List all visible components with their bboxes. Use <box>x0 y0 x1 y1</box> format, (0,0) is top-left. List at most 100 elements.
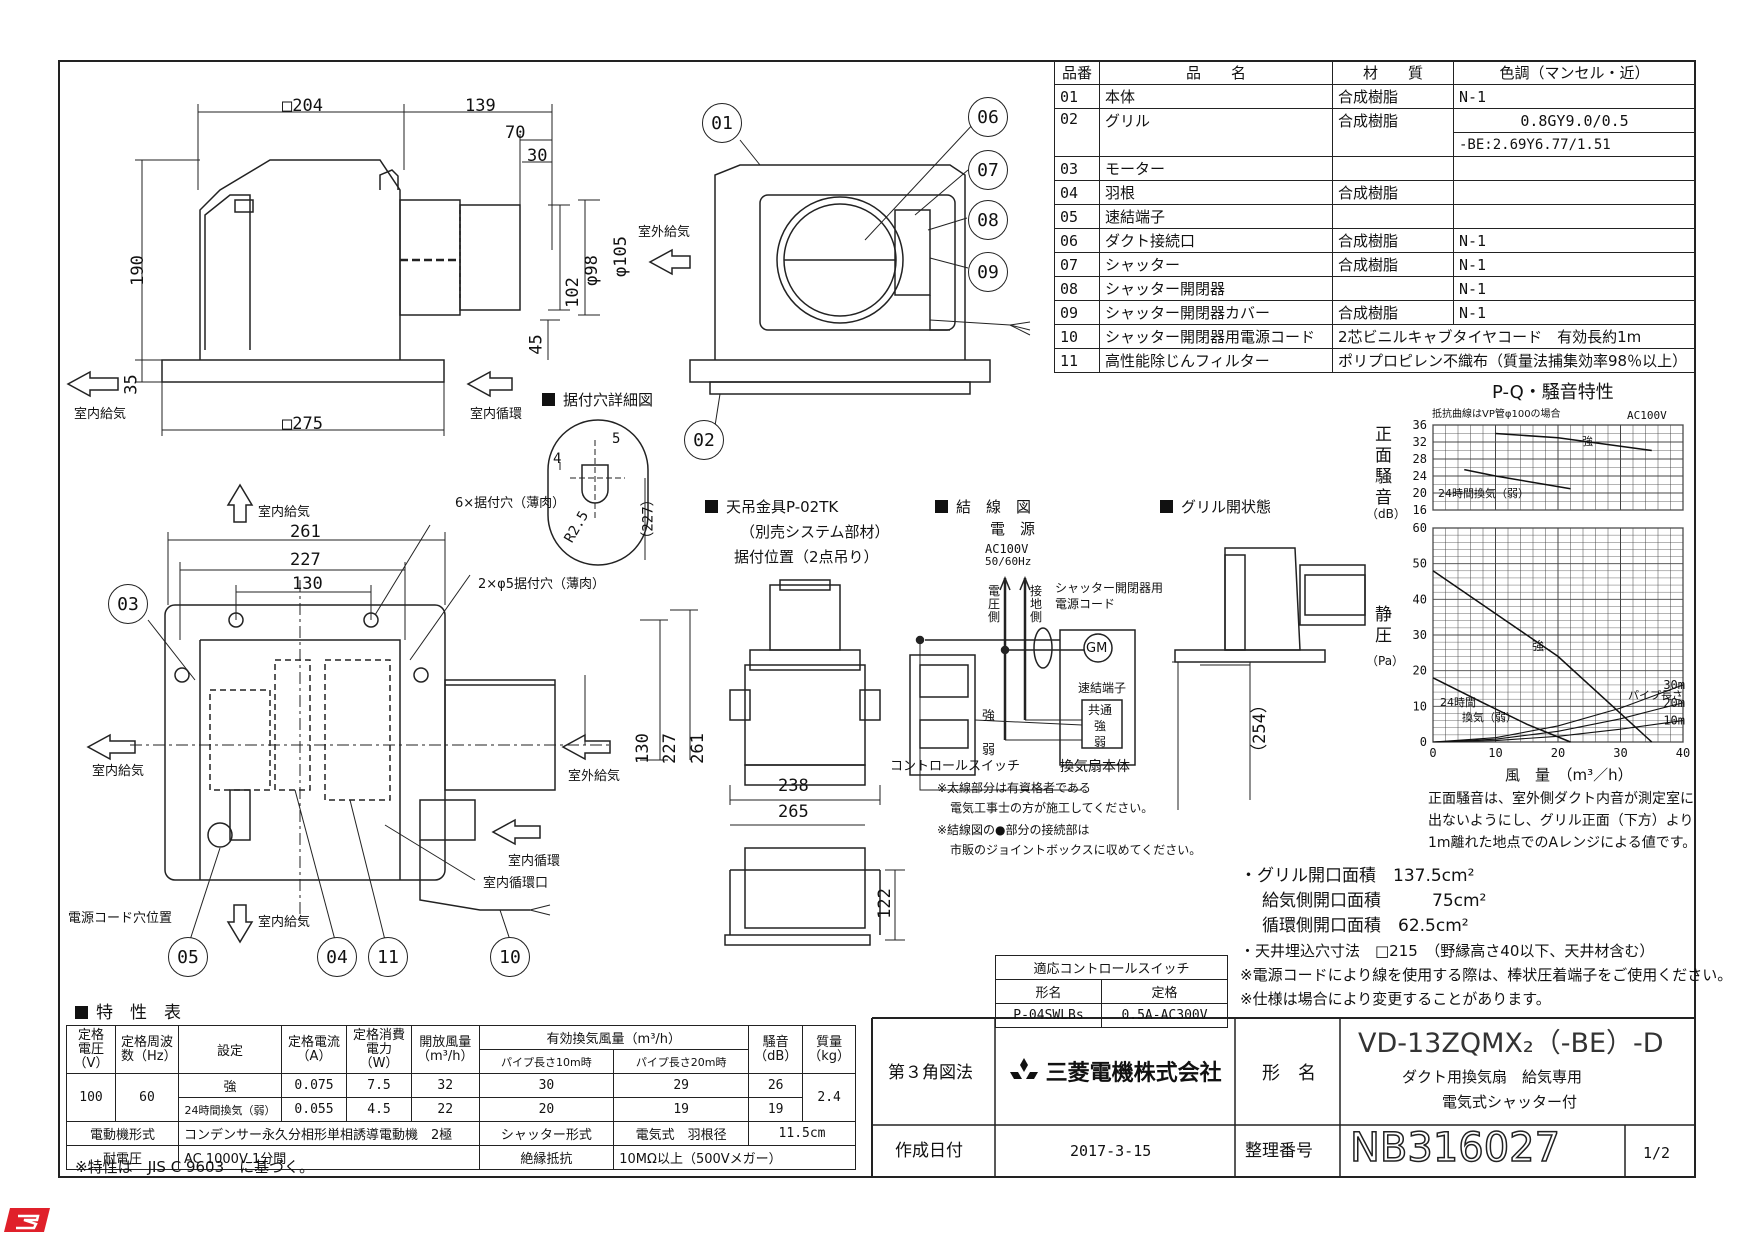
ch-voltage: 100 <box>66 1073 116 1122</box>
row-no: 10 <box>1054 324 1100 349</box>
note-change: ※仕様は場合により変更することがあります。 <box>1240 990 1551 1008</box>
parts-table-header: 品番 品 名 材 質 色調（マンセル・近） <box>1054 60 1696 85</box>
row-name: 速結端子 <box>1099 204 1333 229</box>
callout-02: 02 <box>684 420 724 460</box>
note-bold: ※太線部分は有資格者である <box>937 781 1091 795</box>
row-no: 04 <box>1054 180 1100 205</box>
header-no: 品番 <box>1054 60 1100 85</box>
characteristics-table: 定格電圧（V） 定格周波数（Hz） 設定 定格電流（A） 定格消費電力（W） 開… <box>66 1025 856 1170</box>
indoor-circ-port-label: 室内循環口 <box>483 876 549 891</box>
ylabel-noise: 正面騒音 <box>1375 425 1392 508</box>
note-grille-area: ・グリル開口面積 137.5cm² <box>1240 866 1475 886</box>
dim-254: （254） <box>1249 696 1270 761</box>
row-no: 09 <box>1054 300 1100 325</box>
ch-insul: 10MΩ以上（500Vメガー） <box>613 1145 856 1170</box>
callout-07: 07 <box>968 150 1008 190</box>
dim-261-vertical: 261 <box>687 733 708 764</box>
dim-35: 35 <box>121 374 142 395</box>
dim-227-detail: （227） <box>640 492 657 546</box>
ch-setting: 強 <box>178 1073 282 1098</box>
callout-05: 05 <box>168 937 208 977</box>
model-label: 形 名 <box>1262 1063 1316 1084</box>
row-name: 羽根 <box>1099 180 1333 205</box>
ceiling-hanger-pos: 据付位置（2点吊り） <box>734 548 879 566</box>
dim-261: 261 <box>290 522 321 542</box>
indoor-supply-label: 室内給気 <box>74 407 127 422</box>
header-color: 色調（マンセル・近） <box>1453 60 1696 85</box>
dim-5: 5 <box>612 431 621 447</box>
ch-h-setting: 設定 <box>178 1025 282 1074</box>
row-material: ポリプロピレン不織布（質量法捕集効率98％以上） <box>1332 348 1696 373</box>
ch-h-eff-air: 有効換気風量（m³/h） <box>478 1025 750 1050</box>
row-color-be: -BE:2.69Y6.77/1.51 <box>1453 132 1696 157</box>
grille-open-view <box>1172 547 1366 810</box>
dim-190: 190 <box>127 255 148 286</box>
side-view <box>66 104 691 436</box>
voltage-side-label: 電圧側 <box>988 584 1001 624</box>
table-row: 耐電圧 AC 1000V 1分間 絶縁抵抗 10MΩ以上（500Vメガー） <box>66 1145 856 1170</box>
fan-body-label: 換気扇本体 <box>1060 759 1130 775</box>
note-cord: ※電源コードにより線を使用する際は、棒状圧着端子をご使用ください。 <box>1240 966 1733 984</box>
row-material: 合成樹脂 <box>1332 180 1454 205</box>
ch-open-air: 32 <box>411 1073 480 1098</box>
switch-h-model: 形名 <box>995 979 1102 1004</box>
header-material: 材 質 <box>1332 60 1454 85</box>
ch-h-freq: 定格周波数（Hz） <box>115 1025 179 1074</box>
noise-strong-label: 強 <box>1582 435 1593 448</box>
row-material: 2芯ビニルキャブタイヤコード 有効長約1m <box>1332 324 1696 349</box>
ch-power: 4.5 <box>346 1097 412 1122</box>
shutter-cord-label: シャッター開閉器用 <box>1055 581 1164 595</box>
note-circ-area: 循環側開口面積 62.5cm² <box>1262 916 1469 936</box>
wiring-diagram <box>909 576 1136 791</box>
terminal-common: 共通 <box>1088 703 1113 717</box>
row-material: 合成樹脂 <box>1332 300 1454 325</box>
ch-noise: 19 <box>748 1097 804 1122</box>
document-number: NB316027 <box>1349 1125 1561 1171</box>
row-no: 01 <box>1054 84 1100 109</box>
row-color: 0.8GY9.0/0.5 <box>1453 108 1696 133</box>
ylabel-pressure: 静圧 <box>1375 605 1392 646</box>
callout-09: 09 <box>968 252 1008 292</box>
switch-table-title: 適応コントロールスイッチ <box>995 955 1228 980</box>
dim-265: 265 <box>778 802 809 822</box>
row-material <box>1332 204 1454 229</box>
dim-227: 227 <box>290 550 321 570</box>
bottom-indoor-supply: 室内給気 <box>258 915 311 930</box>
gm-label: GM <box>1086 641 1108 656</box>
callout-10: 10 <box>490 937 530 977</box>
callout-04: 04 <box>317 937 357 977</box>
top-indoor-circ: 室内循環 <box>508 854 561 869</box>
ch-h-power: 定格消費電力（W） <box>346 1025 412 1074</box>
ch-noise: 26 <box>748 1073 804 1098</box>
ylabel-pressure-unit: （Pa） <box>1366 654 1405 668</box>
row-no: 02 <box>1054 108 1100 157</box>
row-no: 06 <box>1054 228 1100 253</box>
ch-h-voltage: 定格電圧（V） <box>66 1025 116 1074</box>
row-name: グリル <box>1099 108 1333 157</box>
row-color: N-1 <box>1453 228 1696 253</box>
note-supply-area: 給気側開口面積 75cm² <box>1262 891 1487 911</box>
holes2-label: 2×φ5据付穴（薄肉） <box>478 577 606 592</box>
dim-122: 122 <box>874 888 895 919</box>
row-material: 合成樹脂 <box>1332 108 1454 157</box>
row-color: N-1 <box>1453 84 1696 109</box>
row-color <box>1453 180 1696 205</box>
top-view <box>86 483 698 944</box>
ch-pipe10: 30 <box>478 1073 615 1098</box>
creation-date: 2017-3-15 <box>1070 1142 1152 1160</box>
terminal-label: 速結端子 <box>1078 681 1127 695</box>
note-dot: ※結線図の●部分の接続部は <box>937 823 1090 837</box>
dim-130: 130 <box>292 574 323 594</box>
row-no: 11 <box>1054 348 1100 373</box>
company-block: 三菱電機株式会社 <box>1010 1058 1222 1085</box>
switch-strong: 強 <box>982 709 996 724</box>
chart-note-top: 抵抗曲線はVP管φ100の場合 <box>1432 409 1561 420</box>
wiring-title: 結 線 図 <box>935 500 1031 515</box>
ch-pipe10: 20 <box>478 1097 615 1122</box>
ch-h-pipe20: パイプ長さ20m時 <box>613 1049 750 1074</box>
pipe-length-label: パイプ長さ <box>1628 689 1683 702</box>
